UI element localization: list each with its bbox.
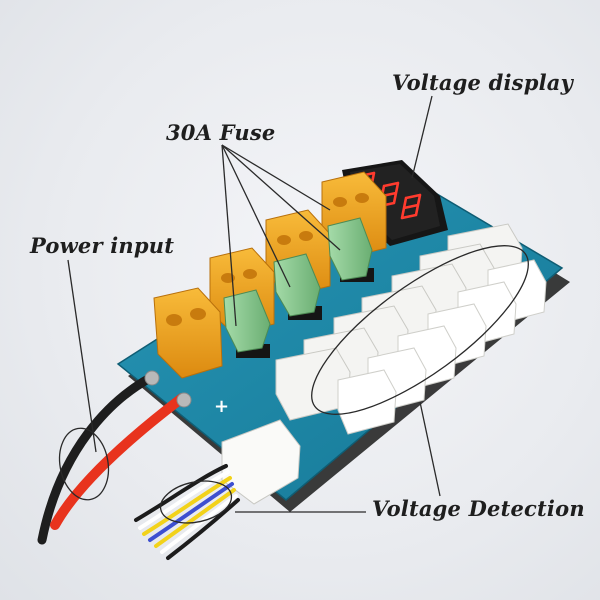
balance-lead-wires [134, 464, 240, 560]
power-wires [37, 373, 187, 545]
balance-port-row [337, 259, 547, 435]
voltage-display-label: Voltage display [392, 70, 573, 95]
callout-ovals [58, 245, 529, 524]
polarity-mark: + [214, 396, 229, 417]
fuse [273, 253, 321, 317]
fuse-label: 30A Fuse [166, 120, 276, 145]
power-input-label: Power input [30, 233, 175, 258]
balance-plug [221, 419, 301, 505]
xt60-connector [153, 287, 223, 379]
voltage-detection-label: Voltage Detection [372, 496, 585, 521]
fuse [223, 289, 271, 353]
fuse [327, 217, 373, 281]
callout-leaders [67, 95, 441, 513]
